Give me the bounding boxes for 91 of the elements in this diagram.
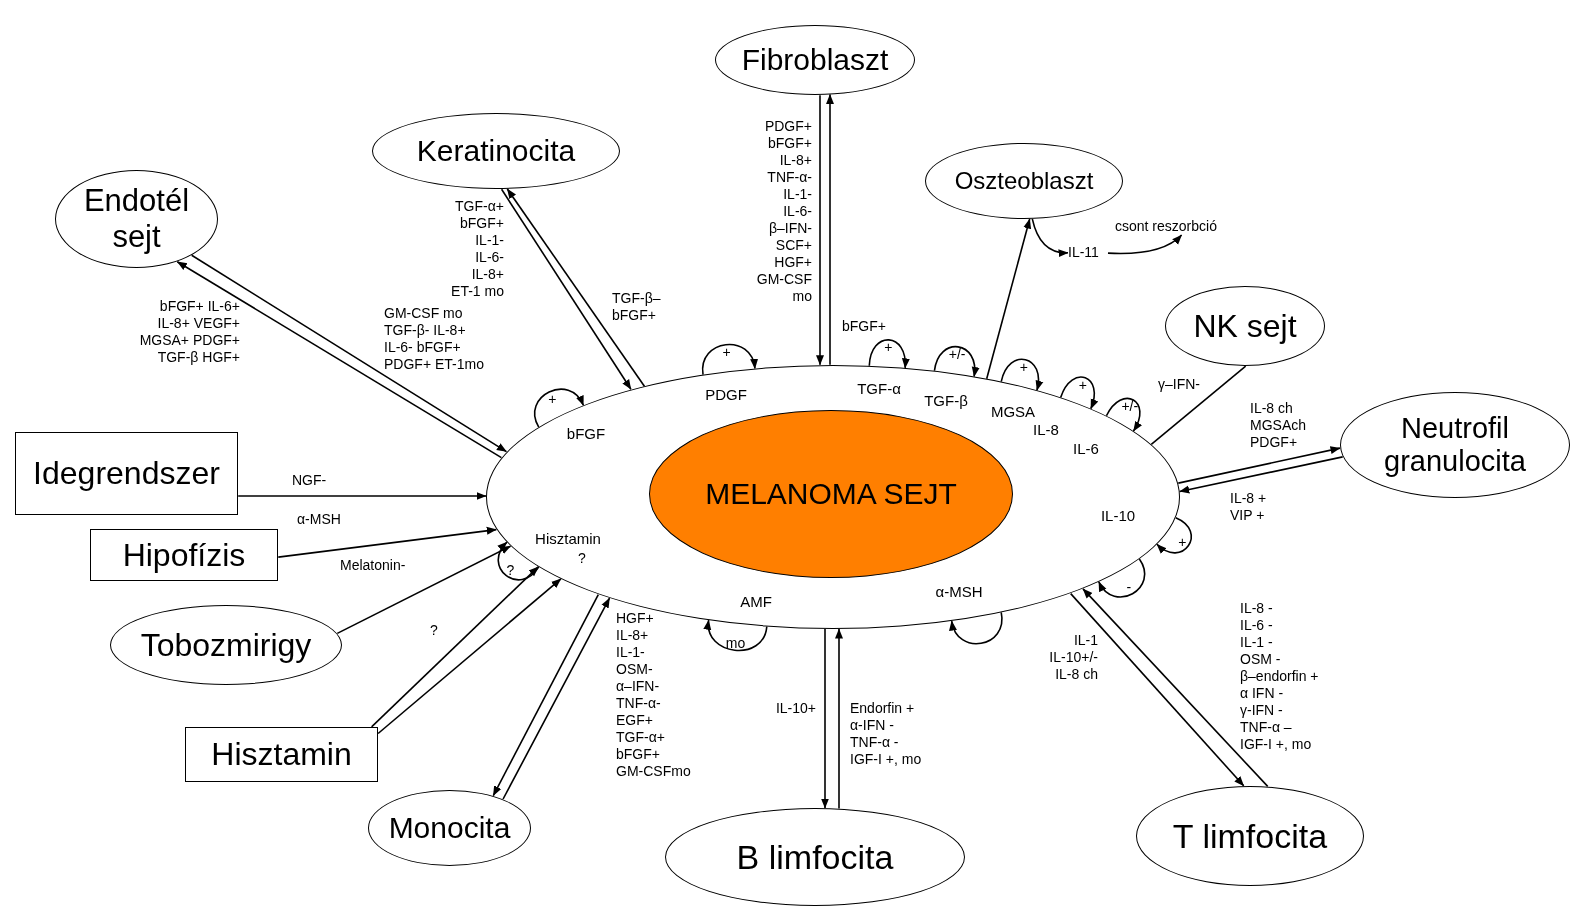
loop-arrow: [704, 619, 768, 652]
factor-label: IL-8: [1033, 420, 1059, 438]
effect-sign: +: [1178, 533, 1187, 551]
effect-sign: +: [722, 343, 731, 361]
edge-label: Melatonin-: [340, 557, 406, 574]
substance-label: Hisztamin: [211, 736, 352, 773]
loop-arrow: [933, 346, 979, 378]
arrow: [370, 566, 539, 728]
cell-label: Keratinocita: [416, 134, 576, 168]
curved-arrow: [1107, 234, 1183, 255]
cell-label: B limfocita: [736, 837, 894, 877]
edge-label: NGF-: [292, 472, 327, 489]
connector-line: [1150, 365, 1247, 446]
arrow: [1179, 456, 1344, 494]
factor-label: TGF-α: [857, 379, 901, 397]
substance-box: [185, 727, 378, 782]
arrow: [1177, 446, 1341, 484]
factor-label: α-MSH: [935, 582, 983, 600]
edge-label: bFGF+: [842, 318, 886, 335]
edge-label: TGF-β– bFGF+: [612, 290, 661, 324]
effect-sign: +/-: [1121, 397, 1139, 415]
loop-arrow: [950, 611, 1003, 645]
cell-label: Endotél sejt: [82, 183, 191, 255]
organ-box: [90, 529, 278, 581]
edge-label: PDGF+ bFGF+ IL-8+ TNF-α- IL-1- IL-6- β–IFN- SCF+ HGF+ GM-CSF mo: [756, 118, 812, 305]
edge-label: IL-10+: [775, 700, 816, 717]
cell-label: Oszteoblaszt: [954, 167, 1094, 195]
cell-label: NK sejt: [1193, 307, 1297, 345]
edge-label: IL-8 - IL-6 - IL-1 - OSM - β–endorfin + α IFN - γ-IFN - TNF-α – IGF-I +, mo: [1240, 600, 1319, 753]
edge-label: IL-8 + VIP +: [1230, 490, 1267, 524]
edge-label: bFGF+ IL-6+ IL-8+ VEGF+ MGSA+ PDGF+ TGF-β HGF+: [139, 298, 240, 366]
factor-label: bFGF: [566, 424, 606, 442]
loop-arrow: [1059, 376, 1098, 410]
effect-sign: +: [548, 390, 557, 407]
factor-label: PDGF: [705, 385, 747, 403]
effect-label: csont reszorbció: [1115, 217, 1217, 235]
cell-label: T limfocita: [1172, 816, 1328, 856]
loop-arrow: [1000, 358, 1043, 391]
arrow: [492, 593, 600, 797]
effect-sign: +: [884, 338, 893, 356]
factor-label: IL-10: [1100, 506, 1136, 524]
organ-label: Idegrendszer: [33, 455, 220, 492]
cell-label: Fibroblaszt: [741, 43, 889, 77]
arrow: [826, 93, 834, 366]
arrow: [816, 94, 824, 366]
edge-label: ?: [430, 622, 438, 639]
arrow: [336, 545, 512, 635]
edge-label: Endorfin + α-IFN - TNF-α - IGF-I +, mo: [850, 700, 922, 768]
effect-sign: -: [1126, 578, 1132, 596]
edge-label: ?: [578, 550, 586, 567]
cell-label: Neutrofil granulocita: [1383, 412, 1527, 478]
factor-label: IL-6: [1073, 439, 1099, 457]
arrow: [1082, 588, 1269, 788]
factor-label: MGSA: [990, 402, 1036, 420]
arrow: [502, 597, 611, 800]
arrow: [821, 628, 829, 809]
edge-label: IL-8 ch MGSAch PDGF+: [1250, 400, 1306, 451]
effect-sign: ?: [506, 561, 515, 579]
factor-label: Hisztamin: [535, 529, 601, 547]
loop-arrow: [1156, 516, 1193, 554]
edge-label: IL-1 IL-10+/- IL-8 ch: [1049, 632, 1098, 683]
factor-label: TGF-β: [924, 391, 968, 409]
cell-label: Monocita: [388, 811, 511, 845]
edge-label: GM-CSF mo TGF-β- IL-8+ IL-6- bFGF+ PDGF+ ET-1mo: [384, 305, 484, 373]
curved-arrow: [1031, 218, 1069, 257]
arrow: [835, 628, 843, 810]
cell-label: MELANOMA SEJT: [705, 477, 957, 511]
loop-arrow: [533, 388, 585, 428]
effect-sign: mo: [725, 634, 746, 652]
effect-sign: +/-: [948, 345, 966, 363]
loop-arrow: [1105, 397, 1142, 432]
loop-arrow: [1098, 558, 1146, 598]
factor-label: IL-11: [1068, 243, 1099, 261]
organ-label: Hipofízis: [122, 536, 246, 574]
organ-label: Tobozmirigy: [140, 626, 312, 664]
effect-sign: +: [1019, 358, 1028, 376]
arrow: [1069, 592, 1245, 787]
factor-label: AMF: [740, 592, 772, 610]
arrow: [985, 218, 1032, 380]
edge-label: γ–IFN-: [1158, 376, 1200, 393]
loop-arrow: [702, 343, 757, 376]
arrow: [277, 526, 498, 558]
edge-label: TGF-α+ bFGF+ IL-1- IL-6- IL-8+ ET-1 mo: [451, 198, 504, 300]
edge-label: α-MSH: [297, 511, 341, 528]
edge-label: HGF+ IL-8+ IL-1- OSM- α–IFN- TNF-α- EGF+ TGF-α+ bFGF+ GM-CSFmo: [616, 610, 691, 780]
loop-arrow: [868, 339, 910, 369]
arrow: [237, 492, 487, 500]
arrow: [377, 578, 562, 735]
organ-box: [15, 432, 238, 515]
loop-arrow: [497, 541, 540, 581]
effect-sign: +: [1078, 376, 1087, 393]
